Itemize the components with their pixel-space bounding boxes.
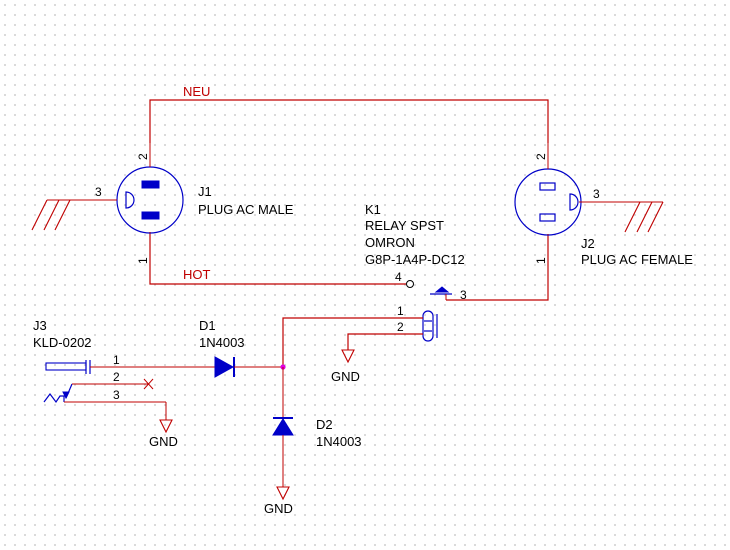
j1-pin-3: 3 (95, 185, 102, 199)
j1-plug-ac-male[interactable] (60, 143, 184, 234)
j2-plug-ac-female[interactable] (514, 143, 630, 236)
d1-value: 1N4003 (199, 335, 245, 350)
d2-gnd-label: GND (264, 501, 293, 516)
d1-ref: D1 (199, 318, 216, 333)
j1-ground-symbol (31, 199, 71, 231)
j3-ref: J3 (33, 318, 47, 333)
j1-pin-1: 1 (136, 257, 150, 264)
d1-diode[interactable] (214, 356, 283, 378)
coil-pin2-wire (347, 333, 423, 350)
j3-value: KLD-0202 (33, 335, 92, 350)
j2-ground-symbol (624, 201, 664, 233)
j2-value: PLUG AC FEMALE (581, 252, 693, 267)
d2-ref: D2 (316, 417, 333, 432)
d2-value: 1N4003 (316, 434, 362, 449)
switched-net-wire (446, 234, 549, 301)
d2-ground-symbol (276, 486, 290, 501)
net-label-neu: NEU (183, 84, 210, 99)
j3-pin-1: 1 (113, 353, 120, 367)
d2-diode[interactable] (272, 367, 294, 487)
net-label-hot: HOT (183, 267, 211, 282)
j1-ref: J1 (198, 184, 212, 199)
j2-pin-1: 1 (534, 257, 548, 264)
k1-manufacturer: OMRON (365, 235, 415, 250)
j3-pin-3: 3 (113, 388, 120, 402)
j3-gnd-label: GND (149, 434, 178, 449)
j3-pin-2: 2 (113, 370, 120, 384)
k1-pin-3: 3 (460, 288, 467, 302)
j3-dc-jack[interactable] (43, 360, 215, 420)
k1-value: RELAY SPST (365, 218, 444, 233)
j2-pin-3: 3 (593, 187, 600, 201)
k1-pin-1: 1 (397, 304, 404, 318)
k1-ref: K1 (365, 202, 381, 217)
j2-pin-2: 2 (534, 153, 548, 160)
k1-pin-4: 4 (395, 270, 402, 284)
j1-pin-2: 2 (136, 153, 150, 160)
coil-pin1-wire (282, 317, 423, 367)
k1-relay[interactable] (406, 280, 453, 342)
j3-pin2-no-connect (143, 378, 154, 390)
k1-part-number: G8P-1A4P-DC12 (365, 252, 465, 267)
neutral-net-wire (149, 99, 549, 143)
j3-ground-symbol (159, 419, 173, 434)
relay-ground-symbol (341, 349, 355, 364)
hot-net-wire (149, 232, 406, 285)
j2-ref: J2 (581, 236, 595, 251)
k1-pin-2: 2 (397, 320, 404, 334)
relay-gnd-label: GND (331, 369, 360, 384)
j1-value: PLUG AC MALE (198, 202, 294, 217)
